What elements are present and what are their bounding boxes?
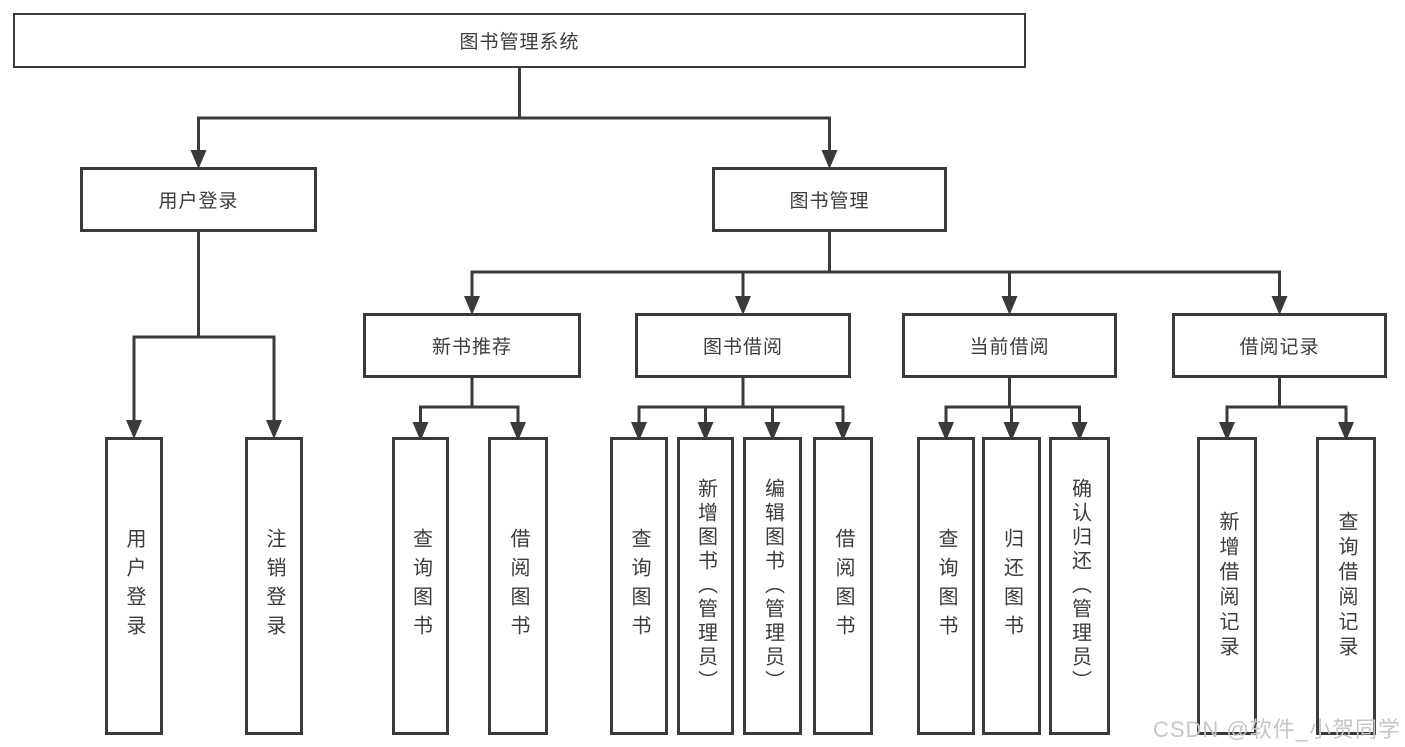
node-book-mgmt-label: 图书管理 [789,191,870,212]
node-book-mgmt: 图书管理 [712,167,947,232]
node-borrow-record: 借阅记录 [1172,313,1387,378]
node-newrec-query-book: 查询图书 [392,437,449,735]
node-borrow-add-book-admin-label: 新增图书（管理员） [694,478,717,694]
node-newrec-borrow-book: 借阅图书 [488,437,548,735]
arrowheads [126,150,1354,441]
node-borrow-edit-book-admin-label: 编辑图书（管理员） [761,478,784,694]
node-new-book-rec: 新书推荐 [363,313,581,378]
node-current-query-book: 查询图书 [917,437,975,735]
node-logout-label: 注销登录 [263,528,285,644]
node-record-add-borrow-record: 新增借阅记录 [1197,437,1257,735]
node-record-add-borrow-record-label: 新增借阅记录 [1216,511,1238,661]
node-new-book-rec-label: 新书推荐 [431,337,512,358]
node-borrow-edit-book-admin: 编辑图书（管理员） [743,437,802,735]
node-newrec-query-book-label: 查询图书 [409,528,432,644]
node-user-login: 用户登录 [80,167,317,232]
node-book-borrow-label: 图书借阅 [702,337,783,358]
node-logout: 注销登录 [245,437,303,735]
node-borrow-query-book: 查询图书 [610,437,668,735]
node-current-borrow-label: 当前借阅 [969,337,1050,358]
node-login: 用户登录 [105,437,163,735]
node-current-borrow: 当前借阅 [902,313,1117,378]
node-newrec-borrow-book-label: 借阅图书 [507,528,529,644]
csdn-watermark: CSDN @软件_小贺同学 [1152,717,1401,742]
node-current-confirm-return-admin: 确认归还（管理员） [1049,437,1110,735]
node-root: 图书管理系统 [13,13,1026,68]
node-current-query-book-label: 查询图书 [935,528,957,644]
node-current-return-book-label: 归还图书 [1000,528,1023,644]
node-current-confirm-return-admin-label: 确认归还（管理员） [1068,478,1091,694]
node-login-label: 用户登录 [123,528,145,644]
node-borrow-add-book-admin: 新增图书（管理员） [677,437,734,735]
node-borrow-borrow-book: 借阅图书 [813,437,873,735]
node-borrow-borrow-book-label: 借阅图书 [832,528,854,644]
node-current-return-book: 归还图书 [982,437,1041,735]
node-book-borrow: 图书借阅 [635,313,851,378]
node-record-query-borrow-record-label: 查询借阅记录 [1335,511,1357,661]
node-user-login-label: 用户登录 [158,191,239,212]
node-borrow-record-label: 借阅记录 [1239,337,1320,358]
node-record-query-borrow-record: 查询借阅记录 [1316,437,1376,735]
node-root-label: 图书管理系统 [459,32,580,53]
node-borrow-query-book-label: 查询图书 [628,528,650,644]
